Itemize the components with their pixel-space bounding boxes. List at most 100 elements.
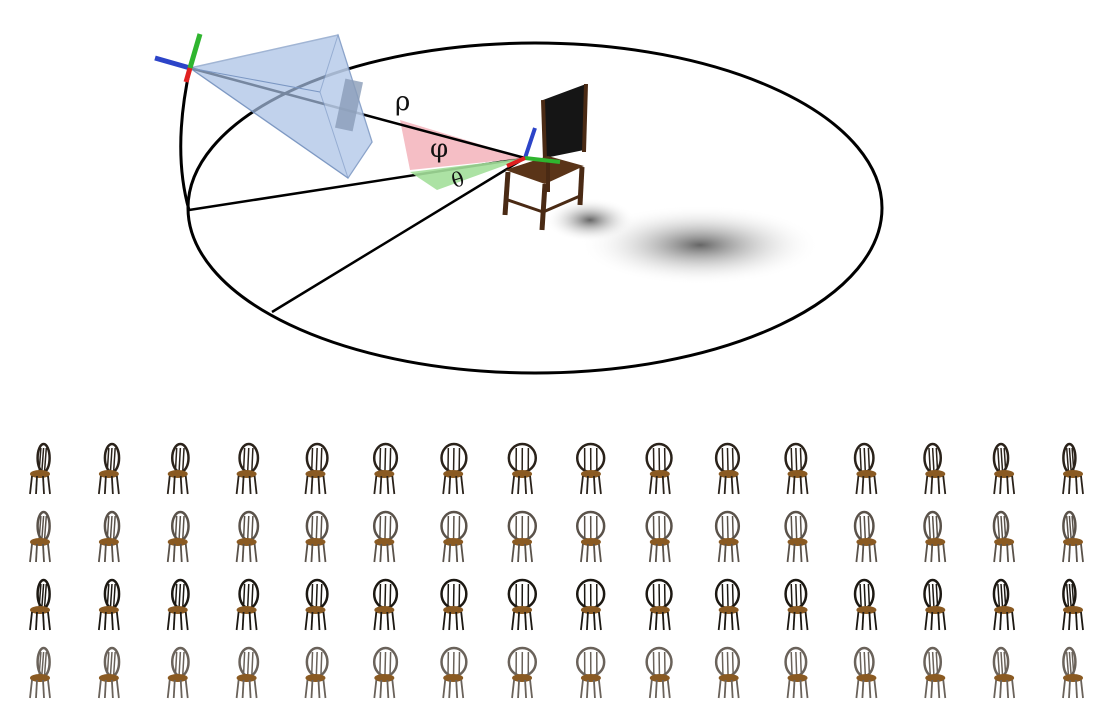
- chair-thumbnail-leg: [735, 611, 740, 631]
- chair-thumbnail-leg: [648, 679, 653, 699]
- chair-thumbnail-leg: [110, 475, 114, 495]
- chair-thumbnail-spindle: [1000, 651, 1004, 677]
- chair-thumbnail: [645, 510, 673, 563]
- chair-thumbnail-leg: [786, 679, 791, 699]
- chair-thumbnail-spindle: [251, 583, 254, 609]
- chair-thumbnail-spindle: [315, 447, 318, 473]
- chair-thumbnail-leg: [873, 543, 878, 563]
- chair-thumbnail-spindle: [384, 583, 387, 609]
- chair-thumbnail-spindle: [112, 651, 116, 677]
- chair-thumbnail-leg: [593, 475, 596, 495]
- chair-thumbnail-leg: [304, 679, 309, 699]
- chair-thumbnail-spindle: [731, 447, 734, 473]
- chair-thumbnail-leg: [241, 679, 245, 699]
- chair-thumbnail-leg: [730, 475, 734, 495]
- chair-thumbnail-spindle: [928, 651, 932, 677]
- chair-thumbnail-leg: [799, 475, 803, 495]
- chair-thumbnail-seat: [305, 538, 326, 546]
- chair-thumbnail-spindle: [246, 583, 250, 609]
- chair-thumbnail-seat: [649, 470, 670, 478]
- chair-thumbnail-spindle: [379, 515, 382, 541]
- chair-thumbnail-leg: [448, 611, 452, 631]
- chair-thumbnail-spindle: [38, 515, 42, 541]
- chair-thumbnail-leg: [1062, 543, 1066, 563]
- chair-thumbnail-seat: [98, 538, 119, 546]
- chair-thumbnail-seat: [167, 538, 188, 546]
- chair-thumbnail-leg: [717, 611, 722, 631]
- chair-thumbnail-seat: [374, 538, 395, 546]
- chair-thumbnail-leg: [448, 679, 452, 699]
- chair-thumbnail-spindle: [1000, 515, 1004, 541]
- chair-thumbnail-leg: [1068, 611, 1071, 631]
- chair-thumbnail-leg: [924, 543, 929, 563]
- chair-thumbnail-leg: [235, 543, 240, 563]
- image-plane-thumbnail: [334, 78, 364, 132]
- chair-thumbnail-seat: [443, 470, 464, 478]
- chair-thumbnail-leg: [924, 475, 929, 495]
- chair-thumbnail-spindle: [242, 651, 246, 677]
- chair-thumbnail: [29, 578, 51, 631]
- chair-thumbnail-leg: [1075, 679, 1078, 699]
- chair-thumbnail: [166, 442, 190, 495]
- chair-thumbnail-leg: [511, 611, 515, 631]
- chair-thumbnail-leg: [253, 543, 258, 563]
- chair-thumbnail-seat: [787, 606, 808, 614]
- chair-thumbnail-leg: [511, 543, 515, 563]
- chair-thumbnail: [372, 510, 399, 563]
- chair-thumbnail-spindle: [106, 651, 110, 677]
- chair-thumbnail-leg: [47, 611, 51, 631]
- chair-thumbnail-leg: [730, 543, 734, 563]
- chair-thumbnail: [29, 442, 51, 495]
- chair-thumbnail-leg: [1075, 475, 1078, 495]
- chair-thumbnail-leg: [924, 611, 929, 631]
- chair-thumbnail: [235, 510, 260, 563]
- chair-thumbnail: [166, 578, 190, 631]
- chair-thumbnail-seat: [649, 606, 670, 614]
- chair-thumbnail-spindle: [251, 447, 254, 473]
- chair-thumbnail-spindle: [867, 447, 871, 473]
- chair-thumbnail-leg: [861, 611, 865, 631]
- chair-thumbnail-spindle: [1068, 515, 1072, 541]
- chair-thumbnail-leg: [322, 679, 327, 699]
- chair-thumbnail-spindle: [1068, 651, 1072, 677]
- chair-thumbnail-leg: [517, 679, 520, 699]
- chair-thumbnail-leg: [166, 543, 171, 563]
- azimuth-line-lower: [271, 156, 526, 314]
- chair-thumbnail-leg: [103, 611, 107, 631]
- chair-thumbnail-leg: [172, 475, 176, 495]
- chair-thumbnail-spindle: [315, 651, 318, 677]
- chair-thumbnail-seat: [580, 470, 601, 478]
- chair-thumbnail-leg: [248, 543, 252, 563]
- chair-thumbnail-spindle: [178, 447, 182, 473]
- chair-thumbnail: [29, 646, 51, 699]
- chair-thumbnail: [784, 510, 809, 563]
- chair-thumbnail-leg: [580, 543, 584, 563]
- chair-thumbnail: [1062, 510, 1084, 563]
- chair-thumbnail-leg: [666, 543, 671, 563]
- chair-thumbnail-leg: [873, 679, 878, 699]
- chair-thumbnail-leg: [442, 475, 447, 495]
- chair-thumbnail-leg: [317, 679, 321, 699]
- chair-thumbnail: [645, 442, 673, 495]
- chair-thumbnail-leg: [241, 543, 245, 563]
- chair-thumbnail: [853, 646, 878, 699]
- chair-thumbnail-seat: [236, 470, 257, 478]
- chair-thumbnail: [645, 578, 673, 631]
- chair-thumbnail-spindle: [38, 583, 42, 609]
- chair-thumbnail-seat: [580, 538, 601, 546]
- chair-thumbnail-leg: [460, 611, 465, 631]
- chair-thumbnail-spindle: [174, 515, 178, 541]
- chair-thumbnail-leg: [47, 475, 51, 495]
- chair-thumbnail-leg: [1006, 543, 1010, 563]
- chair-thumbnail-spindle: [41, 583, 45, 609]
- chair-thumbnail-leg: [598, 611, 602, 631]
- chair-thumbnail-spindle: [867, 583, 871, 609]
- chair-thumbnail: [97, 442, 121, 495]
- chair-thumbnail: [97, 510, 121, 563]
- chair-thumbnail: [714, 510, 741, 563]
- chair-thumbnail-leg: [937, 611, 941, 631]
- chair-thumbnail-seat: [580, 606, 601, 614]
- chair-thumbnail-leg: [1011, 679, 1016, 699]
- chair-thumbnail-leg: [386, 475, 390, 495]
- chair-thumbnail-spindle: [859, 583, 862, 609]
